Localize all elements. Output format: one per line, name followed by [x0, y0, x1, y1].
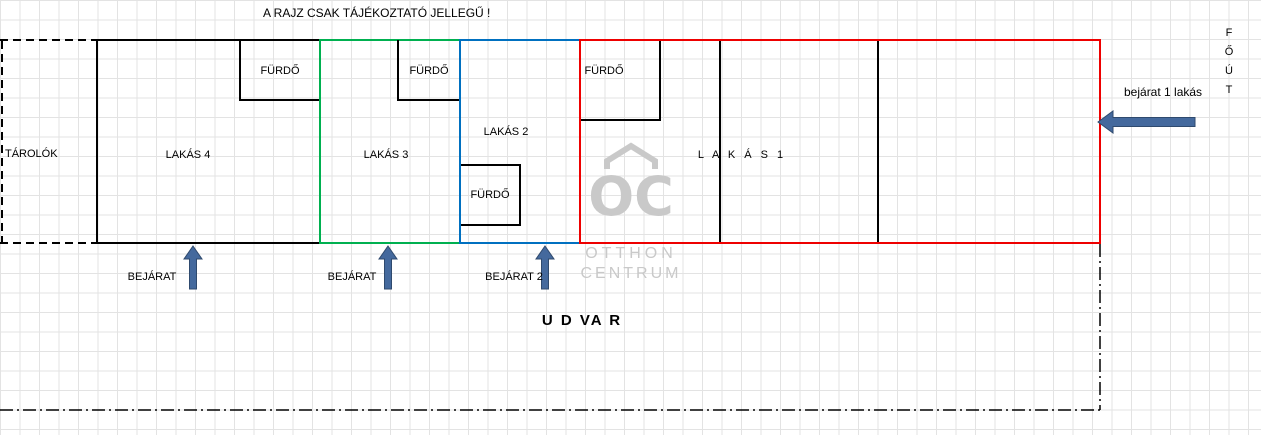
main-road-letter: T [1225, 84, 1233, 96]
entrance-label-apartment-1: bejárat 1 lakás [1124, 85, 1203, 99]
entrance-arrow-apartment-2 [535, 245, 555, 290]
apartment-3-label: LAKÁS 3 [363, 149, 409, 161]
bathroom-label-apartment-1: FÜRDŐ [584, 65, 624, 77]
watermark-otthon-centrum: OC OTTHON CENTRUM [558, 142, 704, 283]
bathroom-label-apartment-4: FÜRDŐ [260, 65, 300, 77]
house-roof-path [604, 142, 658, 169]
apartment-4-label: LAKÁS 4 [165, 149, 211, 161]
entrance-label-apartment-2: BEJÁRAT 2 [485, 271, 543, 283]
apartment-1-outline [579, 39, 1101, 244]
watermark-text-otthon: OTTHON [585, 245, 677, 262]
apartment-2-label: LAKÁS 2 [483, 126, 529, 138]
main-road-letter: Ő [1224, 46, 1234, 58]
entrance-label-apartment-3: BEJÁRAT [327, 271, 377, 283]
house-roof-icon [604, 142, 658, 169]
watermark-text-centrum: CENTRUM [580, 265, 682, 282]
bathroom-label-apartment-2: FÜRDŐ [470, 189, 510, 201]
main-road-letter: Ú [1225, 65, 1233, 77]
entrance-arrow-apartment-4 [183, 245, 203, 290]
main-road-letter: F [1225, 27, 1233, 39]
main-road-label: F Ő Ú T [1222, 24, 1236, 100]
entrance-label-apartment-4: BEJÁRAT [127, 271, 177, 283]
bathroom-wall-apartment-4 [239, 40, 319, 101]
storage-label: TÁROLÓK [5, 148, 58, 160]
bathroom-label-apartment-3: FÜRDŐ [409, 65, 449, 77]
entrance-arrows [183, 110, 1196, 290]
entrance-arrow-apartment-3 [378, 245, 398, 290]
apartment-1-label: L A K Á S 1 [697, 149, 787, 161]
watermark-monogram: OC [588, 165, 674, 228]
bathroom-wall-apartment-1 [581, 41, 661, 121]
bathroom-wall-apartment-2 [461, 164, 521, 226]
bathroom-wall-apartment-3 [397, 40, 459, 101]
disclaimer-note: A RAJZ CSAK TÁJÉKOZTATÓ JELLEGŰ ! [263, 6, 491, 20]
courtyard-label: U D VA R [541, 312, 623, 329]
entrance-arrow-apartment-1 [1097, 110, 1196, 134]
